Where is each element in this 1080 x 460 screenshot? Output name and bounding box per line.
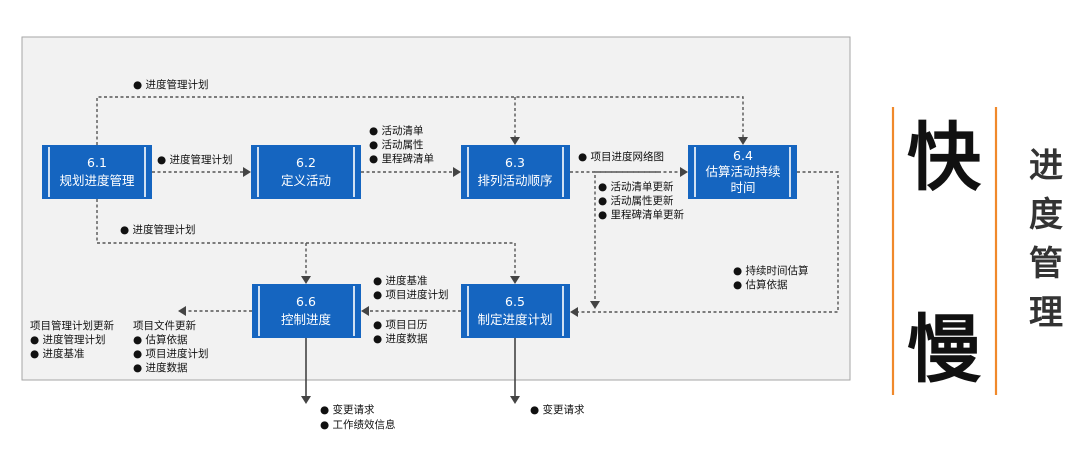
flow-p61-top-plan	[96, 96, 744, 145]
arrowhead-p66-top	[301, 276, 311, 284]
label-p66-right-2: ● 项目进度计划	[133, 347, 209, 360]
process-name: 控制进度	[281, 312, 332, 327]
label-p66-left-1: ● 进度管理计划	[30, 333, 106, 346]
arrowhead-p63-top	[510, 137, 520, 145]
flow-p64-p65	[578, 171, 839, 313]
process-6-1: 6.1 规划进度管理	[42, 145, 152, 199]
side-slow: 慢	[907, 307, 982, 393]
label-p64-out-2: ● 估算依据	[733, 278, 788, 291]
arrowhead-p62	[243, 167, 251, 177]
label-p65-p66-upper-2: ● 项目进度计划	[373, 288, 449, 301]
process-name: 估算活动持续	[705, 164, 780, 179]
process-6-4: 6.4 估算活动持续 时间	[688, 145, 797, 199]
label-p61-p62: ● 进度管理计划	[157, 153, 233, 166]
label-p66-right-title: 项目文件更新	[133, 319, 196, 332]
arrowhead-p64-left	[680, 167, 688, 177]
side-title-char-2: 度	[1029, 195, 1063, 235]
process-name-line2: 时间	[730, 180, 755, 195]
side-title-char-3: 管	[1029, 244, 1063, 284]
label-p65-p66-lower-2: ● 进度数据	[373, 332, 428, 345]
label-p63-net: ● 项目进度网络图	[578, 150, 664, 163]
label-top-plan: ● 进度管理计划	[133, 78, 209, 91]
flow-p63-updates-p65	[594, 171, 658, 301]
arrowhead-p66-out-left	[178, 306, 186, 316]
label-p66-right-1: ● 估算依据	[133, 333, 188, 346]
label-p66-left-title: 项目管理计划更新	[30, 319, 114, 332]
label-p63-update-1: ● 活动清单更新	[598, 180, 674, 193]
process-name: 排列活动顺序	[477, 173, 552, 188]
label-p63-update-3: ● 里程碑清单更新	[598, 208, 684, 221]
process-code: 6.2	[296, 155, 316, 170]
process-6-3: 6.3 排列活动顺序	[461, 145, 570, 199]
side-fast: 快	[907, 115, 982, 201]
process-6-5: 6.5 制定进度计划	[461, 284, 570, 338]
process-code: 6.1	[87, 155, 107, 170]
process-name: 规划进度管理	[59, 173, 135, 188]
label-p64-out-1: ● 持续时间估算	[733, 264, 809, 277]
label-p66-left-2: ● 进度基准	[30, 347, 85, 360]
arrowhead-p64-top	[738, 137, 748, 145]
diagram-frame	[21, 36, 851, 381]
label-p63-update-2: ● 活动属性更新	[598, 194, 674, 207]
arrowhead-p66-bottom	[301, 396, 311, 404]
label-mid-plan: ● 进度管理计划	[120, 223, 196, 236]
label-p66-right-3: ● 进度数据	[133, 361, 188, 374]
process-code: 6.5	[505, 294, 525, 309]
side-title-char-1: 进	[1029, 146, 1063, 186]
label-p66-bottom-2: ● 工作绩效信息	[320, 418, 396, 431]
arrowhead-p65-top	[510, 276, 520, 284]
label-p62-out-3: ● 里程碑清单	[369, 152, 434, 165]
arrowhead-p65-right	[570, 307, 578, 317]
label-p65-p66-lower-1: ● 项目日历	[373, 319, 428, 331]
process-6-2: 6.2 定义活动	[251, 145, 361, 199]
process-code: 6.3	[505, 155, 525, 170]
label-p65-p66-upper-1: ● 进度基准	[373, 274, 428, 287]
process-code: 6.6	[296, 294, 316, 309]
process-code: 6.4	[733, 148, 753, 163]
label-p66-bottom-1: ● 变更请求	[320, 403, 375, 416]
side-title-char-4: 理	[1029, 293, 1063, 333]
process-6-6: 6.6 控制进度	[252, 284, 361, 338]
arrowhead-p66-right	[361, 306, 369, 316]
label-p65-bottom-1: ● 变更请求	[530, 403, 585, 416]
arrowhead-p65-bottom	[510, 396, 520, 404]
process-name: 制定进度计划	[477, 312, 552, 327]
arrowhead-p63-left	[453, 167, 461, 177]
label-p62-out-2: ● 活动属性	[369, 138, 424, 151]
label-p62-out-1: ● 活动清单	[369, 124, 424, 137]
arrowhead-p65-right-upper	[590, 301, 600, 309]
process-name: 定义活动	[281, 173, 331, 188]
